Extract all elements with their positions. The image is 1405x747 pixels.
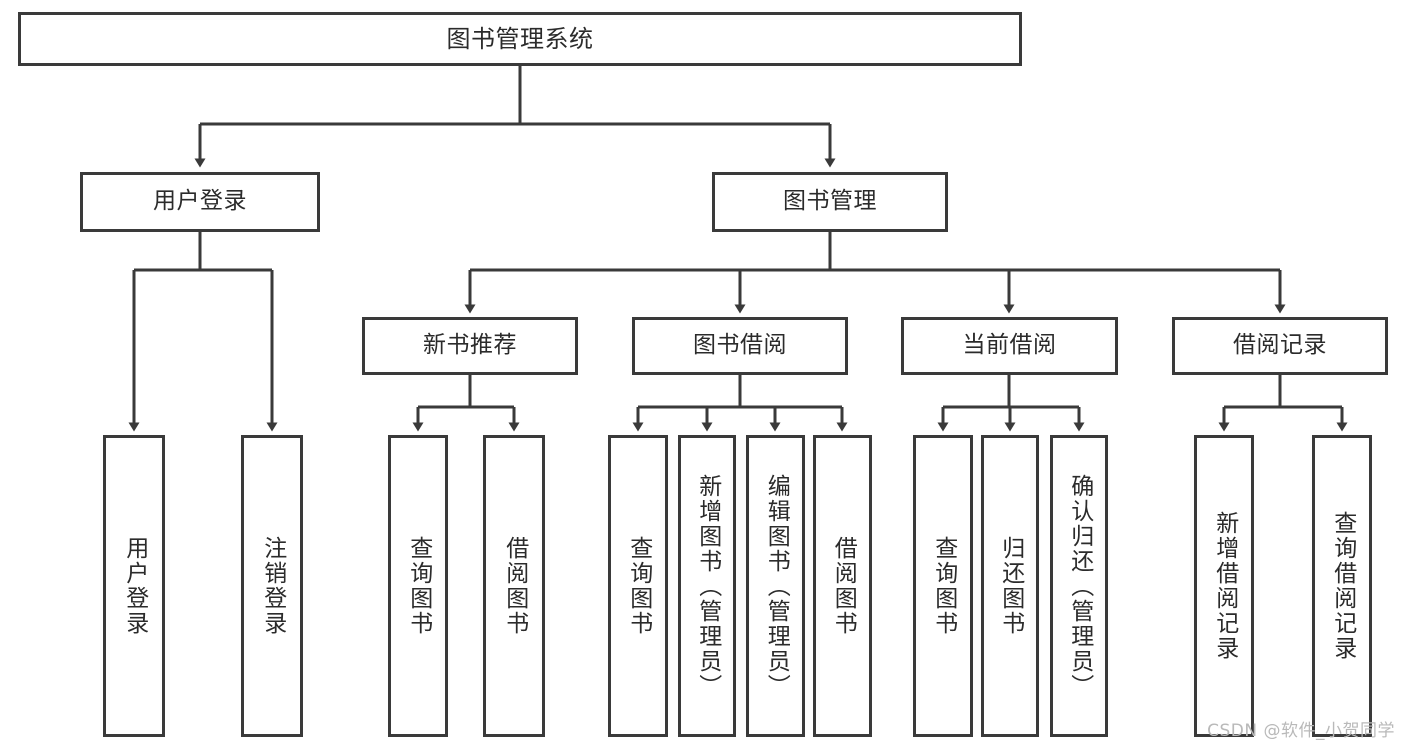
leaf-query-books-borrow-label: 查询图书 xyxy=(625,536,652,636)
leaf-edit-book-admin[interactable]: 编辑图书（管理员） xyxy=(746,435,805,737)
leaf-return-books-label: 归还图书 xyxy=(997,536,1024,636)
leaf-query-books-current-label: 查询图书 xyxy=(930,536,957,636)
leaf-add-borrow-record[interactable]: 新增借阅记录 xyxy=(1194,435,1254,737)
node-borrow-records[interactable]: 借阅记录 xyxy=(1172,317,1388,375)
leaf-query-books-recommend-label: 查询图书 xyxy=(405,536,432,636)
leaf-borrow-books-borrow[interactable]: 借阅图书 xyxy=(813,435,872,737)
leaf-add-book-admin[interactable]: 新增图书（管理员） xyxy=(678,435,736,737)
leaf-user-login[interactable]: 用户登录 xyxy=(103,435,165,737)
leaf-query-books-borrow[interactable]: 查询图书 xyxy=(608,435,668,737)
leaf-query-borrow-record[interactable]: 查询借阅记录 xyxy=(1312,435,1372,737)
leaf-query-books-current[interactable]: 查询图书 xyxy=(913,435,973,737)
leaf-query-borrow-record-label: 查询借阅记录 xyxy=(1329,511,1356,661)
leaf-add-borrow-record-label: 新增借阅记录 xyxy=(1211,511,1238,661)
watermark-text: CSDN @软件_小贺同学 xyxy=(1207,721,1395,741)
node-root[interactable]: 图书管理系统 xyxy=(18,12,1022,66)
node-book-management[interactable]: 图书管理 xyxy=(712,172,948,232)
leaf-return-books[interactable]: 归还图书 xyxy=(981,435,1039,737)
node-book-borrow-label: 图书借阅 xyxy=(693,332,787,359)
node-borrow-records-label: 借阅记录 xyxy=(1233,332,1327,359)
node-new-book-recommend[interactable]: 新书推荐 xyxy=(362,317,578,375)
node-current-borrow-label: 当前借阅 xyxy=(962,332,1057,359)
leaf-borrow-books-recommend-label: 借阅图书 xyxy=(501,536,528,636)
leaf-logout-label: 注销登录 xyxy=(259,536,286,636)
leaf-user-login-label: 用户登录 xyxy=(121,536,148,636)
leaf-borrow-books-recommend[interactable]: 借阅图书 xyxy=(483,435,545,737)
leaf-logout[interactable]: 注销登录 xyxy=(241,435,303,737)
node-user-login-label: 用户登录 xyxy=(153,188,247,215)
node-new-book-recommend-label: 新书推荐 xyxy=(423,332,517,359)
node-user-login[interactable]: 用户登录 xyxy=(80,172,320,232)
node-current-borrow[interactable]: 当前借阅 xyxy=(901,317,1118,375)
leaf-confirm-return-admin-label: 确认归还（管理员） xyxy=(1066,473,1093,699)
node-book-borrow[interactable]: 图书借阅 xyxy=(632,317,848,375)
leaf-confirm-return-admin[interactable]: 确认归还（管理员） xyxy=(1050,435,1108,737)
leaf-edit-book-admin-label: 编辑图书（管理员） xyxy=(763,473,790,699)
leaf-borrow-books-borrow-label: 借阅图书 xyxy=(830,536,857,636)
node-root-label: 图书管理系统 xyxy=(446,24,594,53)
leaf-add-book-admin-label: 新增图书（管理员） xyxy=(694,473,721,699)
leaf-query-books-recommend[interactable]: 查询图书 xyxy=(388,435,448,737)
node-book-management-label: 图书管理 xyxy=(783,188,877,215)
